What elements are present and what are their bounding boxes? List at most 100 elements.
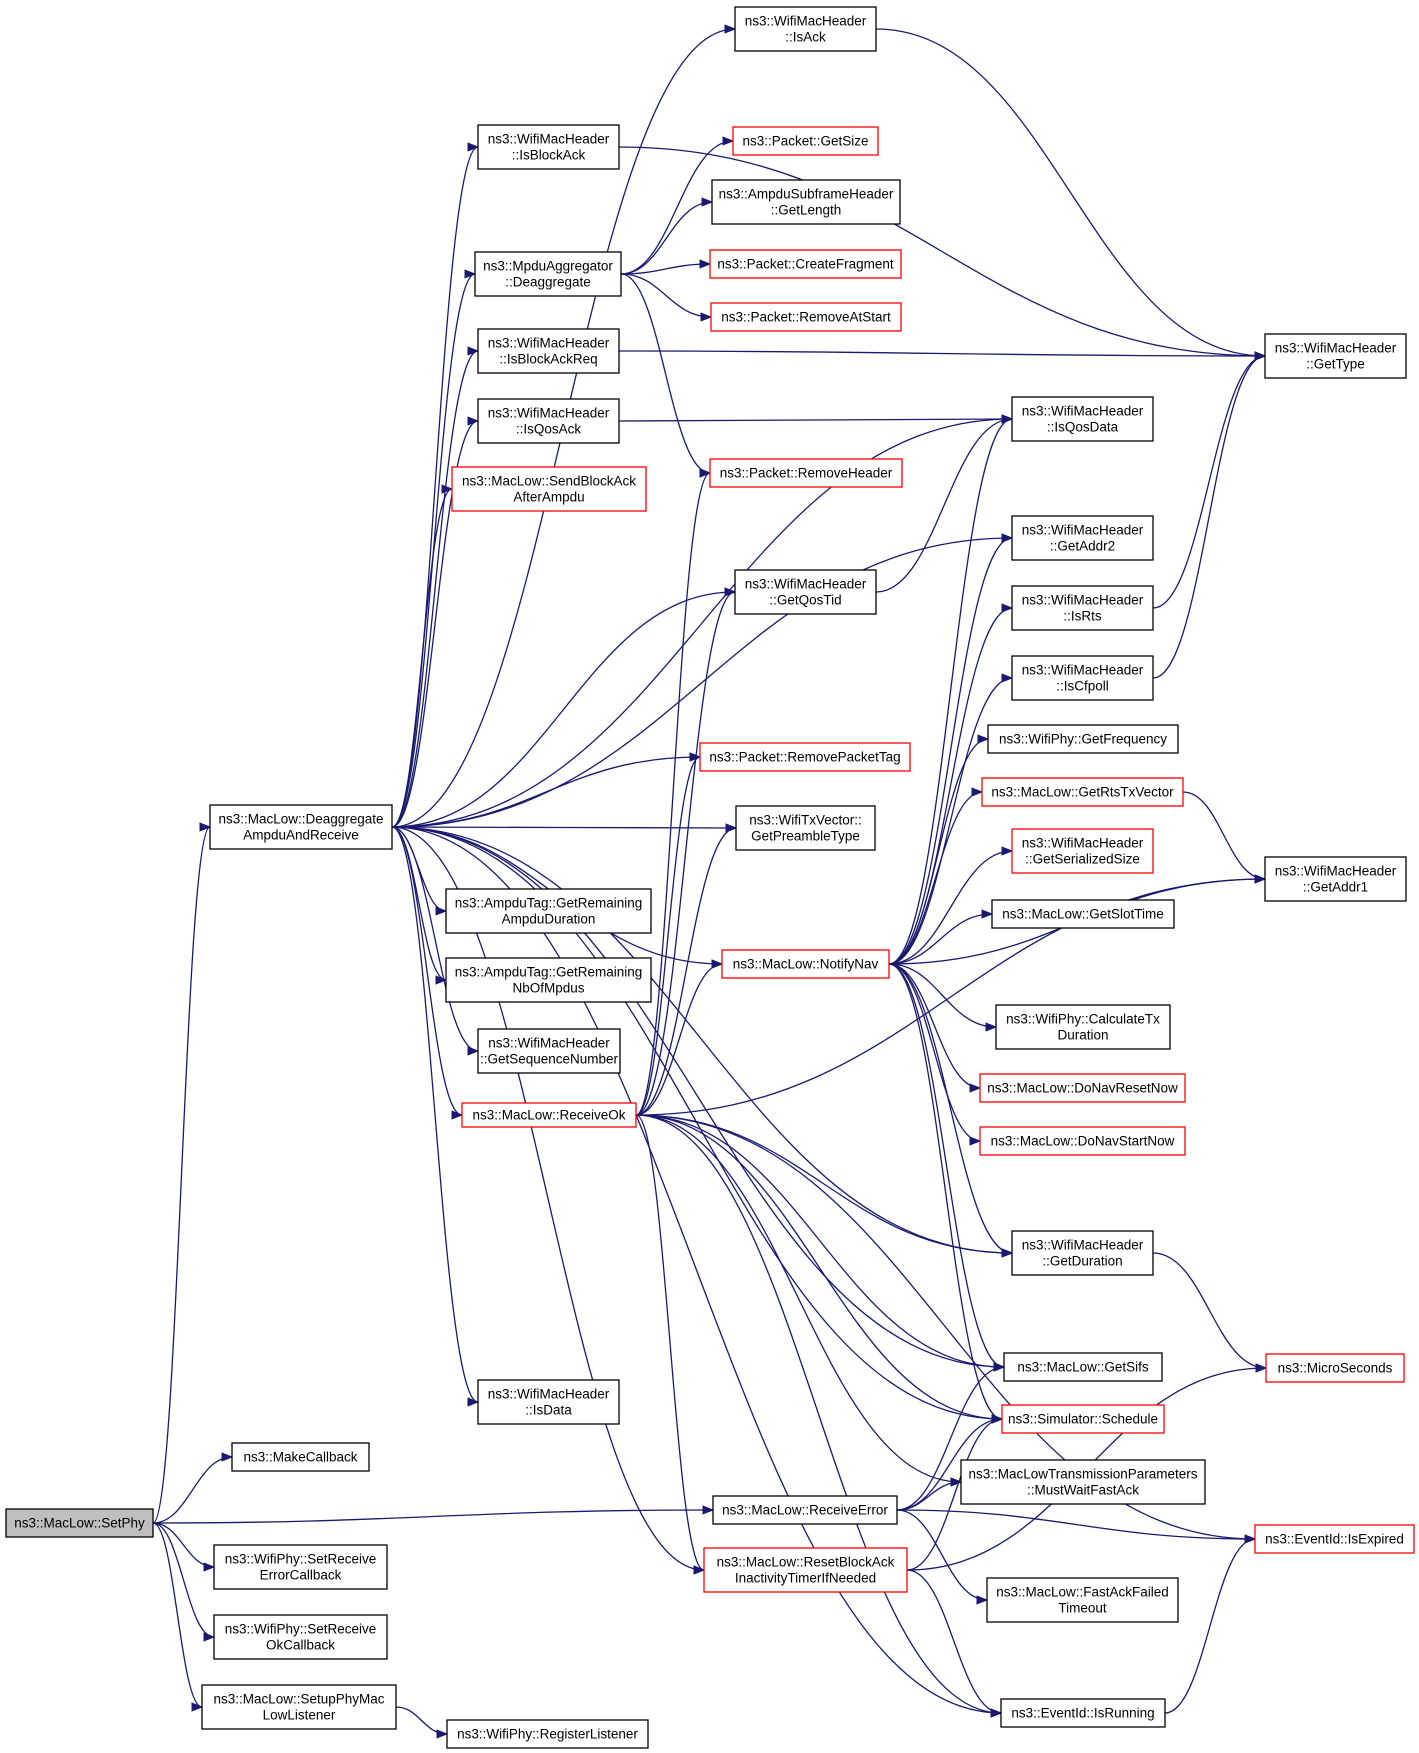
function-node-mpdu_deagg[interactable]: ns3::MpduAggregator::Deaggregate <box>474 251 622 297</box>
function-node-isack[interactable]: ns3::WifiMacHeader::IsAck <box>734 6 877 52</box>
node-box[interactable] <box>446 1719 649 1749</box>
node-box[interactable] <box>734 569 877 615</box>
function-node-reglistener[interactable]: ns3::WifiPhy::RegisterListener <box>446 1719 649 1749</box>
node-box[interactable] <box>960 1459 1206 1505</box>
function-node-getaddr2[interactable]: ns3::WifiMacHeader::GetAddr2 <box>1011 515 1154 561</box>
node-box[interactable] <box>1011 585 1154 631</box>
node-box[interactable] <box>1011 515 1154 561</box>
node-box[interactable] <box>979 1073 1186 1103</box>
node-box[interactable] <box>477 1028 621 1074</box>
function-node-getaddr1[interactable]: ns3::WifiMacHeader::GetAddr1 <box>1264 856 1407 902</box>
node-box[interactable] <box>1011 828 1154 874</box>
node-box[interactable] <box>709 249 902 279</box>
function-node-schedule[interactable]: ns3::Simulator::Schedule <box>1001 1404 1165 1434</box>
node-box[interactable] <box>709 458 903 488</box>
node-box[interactable] <box>734 6 877 52</box>
node-box[interactable] <box>1011 396 1154 442</box>
function-node-getfreq[interactable]: ns3::WifiPhy::GetFrequency <box>987 724 1179 754</box>
node-box[interactable] <box>735 805 876 851</box>
function-node-donavstart[interactable]: ns3::MacLow::DoNavStartNow <box>979 1126 1186 1156</box>
node-box[interactable] <box>445 888 652 934</box>
node-box[interactable] <box>213 1544 388 1590</box>
function-node-getpreamble[interactable]: ns3::WifiTxVector::GetPreambleType <box>735 805 876 851</box>
function-node-getduration[interactable]: ns3::WifiMacHeader::GetDuration <box>1011 1230 1154 1276</box>
node-box[interactable] <box>699 742 911 772</box>
function-node-isqosack[interactable]: ns3::WifiMacHeader::IsQosAck <box>477 398 620 444</box>
node-box[interactable] <box>213 1614 388 1660</box>
node-box[interactable] <box>986 1577 1179 1623</box>
node-box[interactable] <box>1011 655 1154 701</box>
node-box[interactable] <box>5 1508 154 1538</box>
function-node-createfrag[interactable]: ns3::Packet::CreateFragment <box>709 249 902 279</box>
node-box[interactable] <box>451 466 647 512</box>
node-box[interactable] <box>477 1379 620 1425</box>
function-node-getseqnum[interactable]: ns3::WifiMacHeader::GetSequenceNumber <box>477 1028 621 1074</box>
function-node-isexpired[interactable]: ns3::EventId::IsExpired <box>1254 1524 1415 1554</box>
node-box[interactable] <box>732 126 879 156</box>
node-box[interactable] <box>474 251 622 297</box>
node-box[interactable] <box>1265 1353 1405 1383</box>
node-box[interactable] <box>477 398 620 444</box>
function-node-receiveerror[interactable]: ns3::MacLow::ReceiveError <box>712 1495 898 1525</box>
node-box[interactable] <box>1011 1230 1154 1276</box>
node-box[interactable] <box>995 1004 1171 1050</box>
function-node-isrunning[interactable]: ns3::EventId::IsRunning <box>1000 1698 1166 1728</box>
node-box[interactable] <box>712 1495 898 1525</box>
node-box[interactable] <box>209 804 393 850</box>
function-node-gettype[interactable]: ns3::WifiMacHeader::GetType <box>1264 333 1407 379</box>
node-box[interactable] <box>1000 1698 1166 1728</box>
function-node-mustwait[interactable]: ns3::MacLowTransmissionParameters::MustW… <box>960 1459 1206 1505</box>
function-node-notifynav[interactable]: ns3::MacLow::NotifyNav <box>721 949 890 979</box>
node-box[interactable] <box>1264 856 1407 902</box>
function-node-resetblockack[interactable]: ns3::MacLow::ResetBlockAckInactivityTime… <box>703 1547 908 1593</box>
node-box[interactable] <box>979 1126 1186 1156</box>
node-box[interactable] <box>231 1442 370 1472</box>
node-box[interactable] <box>1003 1352 1163 1382</box>
function-node-iscfpoll[interactable]: ns3::WifiMacHeader::IsCfpoll <box>1011 655 1154 701</box>
function-node-isdata[interactable]: ns3::WifiMacHeader::IsData <box>477 1379 620 1425</box>
node-box[interactable] <box>201 1684 397 1730</box>
node-box[interactable] <box>445 957 652 1003</box>
node-box[interactable] <box>1254 1524 1415 1554</box>
node-box[interactable] <box>987 724 1179 754</box>
function-node-getrtstxv[interactable]: ns3::MacLow::GetRtsTxVector <box>981 777 1184 807</box>
node-box[interactable] <box>1001 1404 1165 1434</box>
function-node-microseconds[interactable]: ns3::MicroSeconds <box>1265 1353 1405 1383</box>
node-box[interactable] <box>710 302 902 332</box>
function-node-isblockackreq[interactable]: ns3::WifiMacHeader::IsBlockAckReq <box>477 328 620 374</box>
function-node-donavreset[interactable]: ns3::MacLow::DoNavResetNow <box>979 1073 1186 1103</box>
function-node-isblockack[interactable]: ns3::WifiMacHeader::IsBlockAck <box>477 124 620 170</box>
function-node-getqostid[interactable]: ns3::WifiMacHeader::GetQosTid <box>734 569 877 615</box>
node-box[interactable] <box>981 777 1184 807</box>
function-node-removeheader[interactable]: ns3::Packet::RemoveHeader <box>709 458 903 488</box>
node-box[interactable] <box>461 1102 637 1128</box>
node-box[interactable] <box>991 899 1175 929</box>
function-node-getsize[interactable]: ns3::Packet::GetSize <box>732 126 879 156</box>
function-node-isrts[interactable]: ns3::WifiMacHeader::IsRts <box>1011 585 1154 631</box>
node-box[interactable] <box>477 124 620 170</box>
node-box[interactable] <box>721 949 890 979</box>
function-node-getslottime[interactable]: ns3::MacLow::GetSlotTime <box>991 899 1175 929</box>
node-box[interactable] <box>703 1547 908 1593</box>
node-box[interactable] <box>477 328 620 374</box>
function-node-receiveok[interactable]: ns3::MacLow::ReceiveOk <box>461 1102 637 1128</box>
node-box[interactable] <box>711 179 901 225</box>
function-node-isqosdata[interactable]: ns3::WifiMacHeader::IsQosData <box>1011 396 1154 442</box>
function-node-getlength[interactable]: ns3::AmpduSubframeHeader::GetLength <box>711 179 901 225</box>
function-node-getsifs[interactable]: ns3::MacLow::GetSifs <box>1003 1352 1163 1382</box>
function-node-getserialized[interactable]: ns3::WifiMacHeader::GetSerializedSize <box>1011 828 1154 874</box>
function-node-setphy[interactable]: ns3::MacLow::SetPhy <box>5 1508 154 1538</box>
node-box[interactable] <box>1264 333 1407 379</box>
function-node-removeatstart[interactable]: ns3::Packet::RemoveAtStart <box>710 302 902 332</box>
function-node-makecallback[interactable]: ns3::MakeCallback <box>231 1442 370 1472</box>
function-node-removepackettag[interactable]: ns3::Packet::RemovePacketTag <box>699 742 911 772</box>
